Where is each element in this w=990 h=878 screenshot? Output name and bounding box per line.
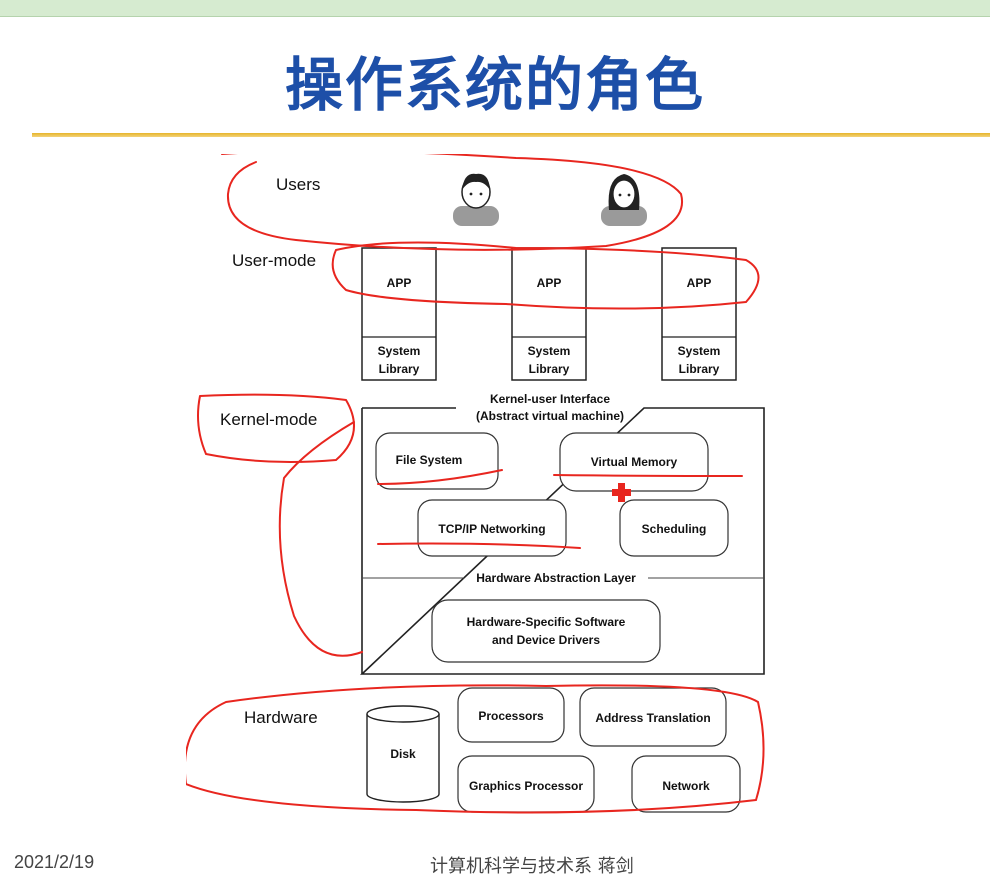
user-female-icon <box>601 174 647 226</box>
app-label: APP <box>687 276 712 290</box>
kernel-mode-circle-annotation <box>197 393 355 463</box>
title-divider <box>32 133 990 137</box>
slide-top-bar <box>0 0 990 17</box>
app-label: APP <box>387 276 412 290</box>
svg-text:Scheduling: Scheduling <box>642 522 707 536</box>
red-annotations <box>186 154 765 814</box>
hardware-address-translation: Address Translation <box>579 687 727 747</box>
system-library-line2: Library <box>379 362 420 376</box>
kernel-interface-label-line1: Kernel-user Interface <box>490 392 610 406</box>
system-library-line1: System <box>678 344 721 358</box>
app-label: APP <box>537 276 562 290</box>
svg-text:Processors: Processors <box>478 709 544 723</box>
system-library-line2: Library <box>529 362 570 376</box>
virtual-memory-strike <box>553 474 743 477</box>
system-library-line1: System <box>528 344 571 358</box>
kernel-bracket-annotation <box>278 421 363 657</box>
user-male-icon <box>453 173 499 226</box>
module-scheduling: Scheduling <box>619 499 729 557</box>
os-role-diagram: Users User-mode APP System Library APP S… <box>186 154 836 834</box>
app-column-1: APP System Library <box>361 247 437 381</box>
svg-text:File System: File System <box>396 453 463 467</box>
app-column-3: APP System Library <box>661 247 737 381</box>
hardware-disk: Disk <box>366 705 440 803</box>
kernel-box: Kernel-user Interface (Abstract virtual … <box>359 392 765 675</box>
module-virtual-memory: Virtual Memory <box>559 432 709 492</box>
red-cross-annotation <box>612 483 631 502</box>
module-tcpip-networking: TCP/IP Networking <box>417 499 567 557</box>
svg-text:Graphics Processor: Graphics Processor <box>469 779 583 793</box>
apps-circle-annotation <box>331 241 760 310</box>
svg-text:Hardware Abstraction Layer: Hardware Abstraction Layer <box>476 571 636 585</box>
svg-text:Network: Network <box>662 779 710 793</box>
svg-text:and Device Drivers: and Device Drivers <box>492 633 600 647</box>
svg-text:TCP/IP Networking: TCP/IP Networking <box>438 522 545 536</box>
svg-text:Address Translation: Address Translation <box>595 711 710 725</box>
hardware-abstraction-layer: Hardware Abstraction Layer <box>362 571 764 585</box>
svg-text:Hardware-Specific Software: Hardware-Specific Software <box>467 615 626 629</box>
layer-label-user-mode: User-mode <box>232 251 316 270</box>
tcpip-strike <box>377 542 581 549</box>
module-file-system: File System <box>375 432 499 490</box>
svg-text:Virtual Memory: Virtual Memory <box>591 455 678 469</box>
system-library-line2: Library <box>679 362 720 376</box>
footer-department: 计算机科学与技术系 蒋剑 <box>430 856 634 877</box>
hardware-network: Network <box>631 755 741 813</box>
layer-label-hardware: Hardware <box>244 708 318 727</box>
layer-label-users: Users <box>276 175 320 194</box>
footer-date: 2021/2/19 <box>14 852 95 872</box>
users-circle-annotation <box>221 154 684 251</box>
hardware-graphics-processor: Graphics Processor <box>457 755 595 813</box>
hardware-circle-annotation <box>186 684 765 814</box>
system-library-line1: System <box>378 344 421 358</box>
kernel-interface-label-line2: (Abstract virtual machine) <box>476 409 624 423</box>
layer-label-kernel-mode: Kernel-mode <box>220 410 317 429</box>
hardware-processors: Processors <box>457 687 565 743</box>
svg-text:Disk: Disk <box>390 747 416 761</box>
slide-title: 操作系统的角色 <box>284 51 705 119</box>
file-system-strike <box>377 469 503 485</box>
app-column-2: APP System Library <box>511 247 587 381</box>
hardware-specific-software: Hardware-Specific Software and Device Dr… <box>431 599 661 663</box>
